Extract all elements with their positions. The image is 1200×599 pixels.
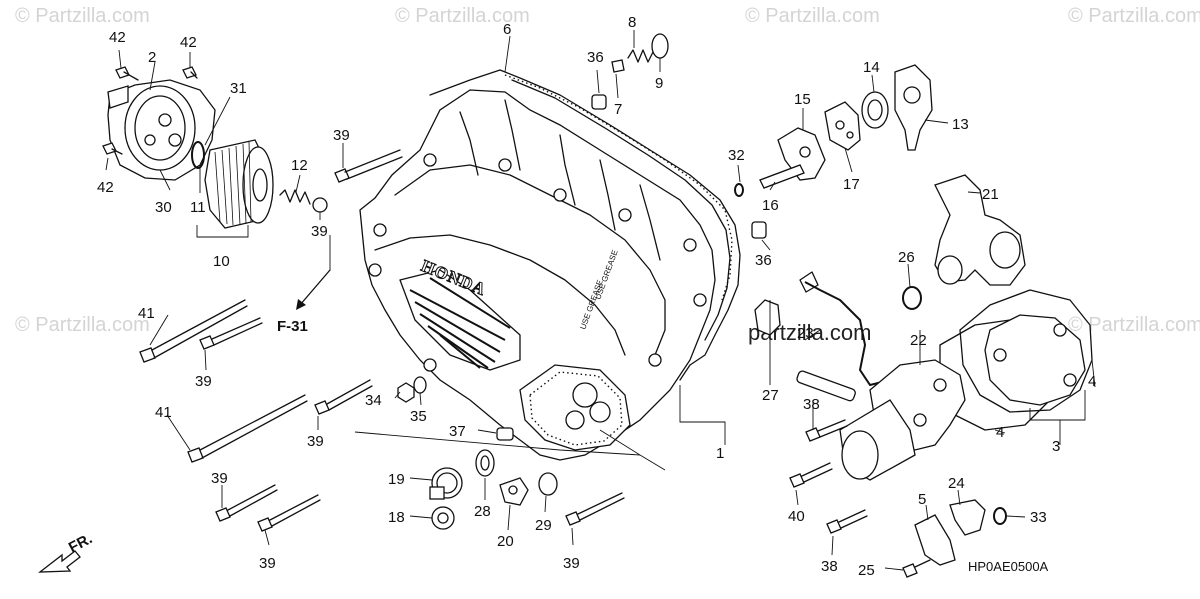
- callout-19: 19: [388, 471, 405, 488]
- callout-38-bottom: 38: [821, 558, 838, 575]
- callout-17: 17: [843, 176, 860, 193]
- callout-42-left: 42: [97, 179, 114, 196]
- callout-36-top: 36: [587, 49, 604, 66]
- callout-26: 26: [898, 249, 915, 266]
- callout-5: 5: [918, 491, 926, 508]
- callout-39-mid: 39: [307, 433, 324, 450]
- right-assembly: [789, 174, 1093, 578]
- callout-23: 23: [797, 325, 814, 342]
- callout-1: 1: [716, 445, 724, 462]
- callout-40: 40: [788, 508, 805, 525]
- watermark-mid-left: © Partzilla.com: [15, 314, 150, 336]
- bolts-left: [102, 66, 625, 532]
- callout-38-top: 38: [803, 396, 820, 413]
- callout-39-bottom-right: 39: [563, 555, 580, 572]
- front-label: FR.: [66, 530, 95, 556]
- oil-filter-assembly: [107, 79, 328, 229]
- callout-29: 29: [535, 517, 552, 534]
- callout-21: 21: [982, 186, 999, 203]
- callout-12: 12: [291, 157, 308, 174]
- callout-28: 28: [474, 503, 491, 520]
- callout-39-left-upper: 39: [195, 373, 212, 390]
- callout-13: 13: [952, 116, 969, 133]
- callout-42-top-right: 42: [180, 34, 197, 51]
- callout-42-top-left: 42: [109, 29, 126, 46]
- callout-numbers: 42 2 42 31 42 30 11 10 12 39 39 6 36 7 8…: [97, 14, 1096, 579]
- cover-vents: [399, 269, 521, 371]
- callout-41-upper: 41: [138, 305, 155, 322]
- callout-15: 15: [794, 91, 811, 108]
- callout-8: 8: [628, 14, 636, 31]
- callout-2: 2: [148, 49, 156, 66]
- shift-parts: [734, 64, 933, 239]
- callout-9: 9: [655, 75, 663, 92]
- callout-32: 33: [1030, 509, 1047, 526]
- watermark-top-right: © Partzilla.com: [1068, 5, 1200, 27]
- callout-4-left: 4: [996, 424, 1004, 441]
- callout-39-top: 39: [333, 127, 350, 144]
- watermark-top-center-left: © Partzilla.com: [395, 5, 530, 27]
- callout-18: 18: [388, 509, 405, 526]
- callout-24: 24: [948, 475, 965, 492]
- callout-39-filter: 39: [311, 223, 328, 240]
- callout-3: 3: [1052, 438, 1060, 455]
- callout-25: 25: [858, 562, 875, 579]
- callout-16: 16: [762, 197, 779, 214]
- callout-31: 31: [230, 80, 247, 97]
- callout-4-right: 4: [1088, 373, 1096, 390]
- callout-14: 14: [863, 59, 880, 76]
- front-arrow-icon: FR.: [38, 530, 95, 573]
- diagram-code: HP0AE0500A: [968, 559, 1049, 574]
- callout-20: 20: [497, 533, 514, 550]
- watermark-top-left: © Partzilla.com: [15, 5, 150, 27]
- callout-34: 34: [365, 392, 382, 409]
- callout-39-left-lower: 39: [211, 470, 228, 487]
- callout-33: 32: [728, 147, 745, 164]
- leader-lines: [105, 30, 1096, 571]
- right-crankcase-cover: HONDA USE GREASE USE GREASE: [359, 69, 741, 461]
- callout-11: 11: [190, 199, 206, 216]
- watermark-mid-right: © Partzilla.com: [1068, 314, 1200, 336]
- callout-30: 30: [155, 199, 172, 216]
- callout-6: 6: [503, 21, 511, 38]
- callout-39-bottom-left: 39: [259, 555, 276, 572]
- callout-22: 22: [910, 332, 927, 349]
- callout-35: 35: [410, 408, 427, 425]
- small-parts-center: [397, 33, 781, 530]
- ref-label-f31: F-31: [277, 318, 308, 335]
- callout-37: 37: [449, 423, 466, 440]
- watermark-top-center-right: © Partzilla.com: [745, 5, 880, 27]
- callout-10: 10: [213, 253, 230, 270]
- callout-36-right: 36: [755, 252, 772, 269]
- callout-41-lower: 41: [155, 404, 172, 421]
- callout-27: 27: [762, 387, 779, 404]
- callout-7: 7: [614, 101, 622, 118]
